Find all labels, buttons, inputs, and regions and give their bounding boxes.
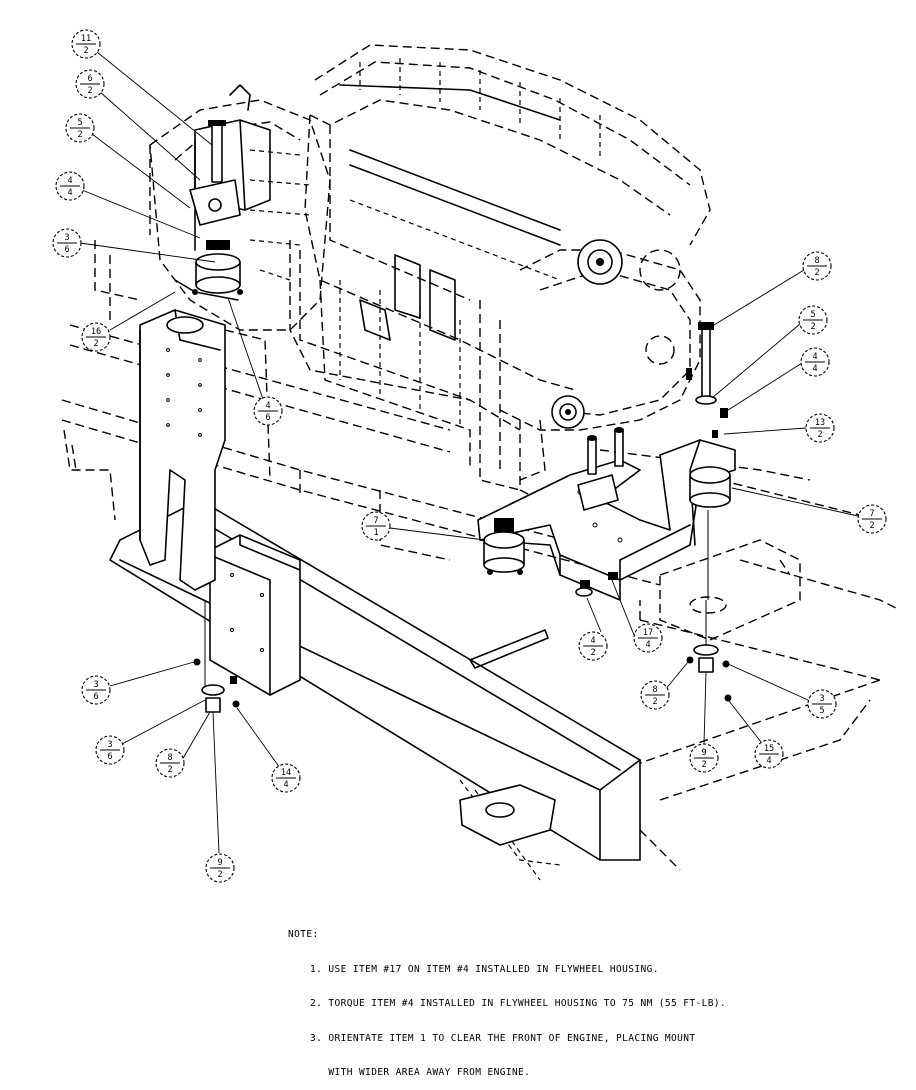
callout-top: 4	[67, 176, 72, 186]
callout-bottom: 2	[814, 268, 819, 278]
callout-top: 7	[869, 509, 874, 519]
callout-bottom: 2	[87, 86, 92, 96]
callout-8-2-top: 8 2	[802, 251, 832, 281]
callout-bottom: 2	[652, 697, 657, 707]
notes-heading: NOTE:	[288, 929, 319, 940]
callout-bottom: 2	[83, 46, 88, 56]
callout-bottom: 6	[93, 692, 98, 702]
callout-bottom: 2	[810, 322, 815, 332]
callout-top: 3	[93, 680, 98, 690]
callout-3-6-left: 3 6	[52, 228, 82, 258]
callout-16-2: 16 2	[81, 322, 111, 352]
callout-bottom: 4	[645, 640, 650, 650]
callout-5-2-right: 5 2	[798, 305, 828, 335]
callout-top: 11	[81, 34, 91, 44]
callout-bottom: 4	[283, 780, 288, 790]
callout-top: 8	[814, 256, 819, 266]
callout-3-5: 3 5	[807, 689, 837, 719]
callout-7-1: 7 1	[361, 511, 391, 541]
assembly-notes: NOTE: 1. USE ITEM #17 ON ITEM #4 INSTALL…	[288, 906, 888, 1090]
callout-top: 4	[590, 636, 595, 646]
callout-5-2-top: 5 2	[65, 113, 95, 143]
callout-8-2-lower: 8 2	[640, 680, 670, 710]
callout-top: 8	[167, 753, 172, 763]
callout-bottom: 1	[373, 528, 378, 538]
callout-top: 17	[643, 628, 653, 638]
leader-lines	[79, 51, 859, 854]
callout-top: 5	[77, 118, 82, 128]
callout-top: 6	[87, 74, 92, 84]
callout-top: 3	[107, 740, 112, 750]
callout-7-2: 7 2	[857, 504, 887, 534]
engine-block	[289, 44, 711, 501]
callout-top: 5	[810, 310, 815, 320]
callout-15-4: 15 4	[754, 739, 784, 769]
callout-top: 9	[701, 748, 706, 758]
callout-top: 14	[281, 768, 291, 778]
callout-bottom: 2	[701, 760, 706, 770]
callout-bottom: 6	[107, 752, 112, 762]
callout-9-2-right: 9 2	[689, 743, 719, 773]
callout-4-2: 4 2	[578, 631, 608, 661]
callout-top: 16	[91, 327, 101, 337]
callout-bottom: 4	[812, 364, 817, 374]
callout-bottom: 2	[217, 870, 222, 880]
callout-bottom: 6	[265, 413, 270, 423]
callout-top: 3	[819, 694, 824, 704]
callout-top: 7	[373, 516, 378, 526]
callout-13-2: 13 2	[805, 413, 835, 443]
callout-9-2-bottom: 9 2	[205, 853, 235, 883]
callout-bottom: 2	[869, 521, 874, 531]
callout-4-6: 4 6	[253, 396, 283, 426]
callout-bottom: 2	[93, 339, 98, 349]
callout-bottom: 4	[766, 756, 771, 766]
callout-3-6-bottom: 3 6	[95, 735, 125, 765]
engine-mount-exploded-drawing: 11 2 6 2 5 2 4 4 3 6 16 2 4 6 8 2 5 2	[52, 29, 901, 883]
callout-top: 3	[64, 233, 69, 243]
note-line: 1. USE ITEM #17 ON ITEM #4 INSTALLED IN …	[310, 963, 659, 975]
rear-mount-assembly	[174, 120, 243, 301]
note-line: WITH WIDER AREA AWAY FROM ENGINE.	[310, 1067, 531, 1078]
callout-top: 13	[815, 418, 825, 428]
callout-top: 4	[265, 401, 270, 411]
callout-4-4-right: 4 4	[800, 347, 830, 377]
callout-11-2: 11 2	[71, 29, 101, 59]
callout-3-6-lower-left: 3 6	[81, 675, 111, 705]
callout-top: 9	[217, 858, 222, 868]
callout-bottom: 4	[67, 188, 72, 198]
left-frame-bracket	[94, 240, 271, 591]
callout-bottom: 6	[64, 245, 69, 255]
callout-8-2-bottom: 8 2	[155, 748, 185, 778]
callout-bottom: 2	[590, 648, 595, 658]
lower-hardware	[193, 572, 732, 713]
callout-bottom: 2	[817, 430, 822, 440]
callout-bottom: 2	[77, 130, 82, 140]
callout-17-4: 17 4	[633, 623, 663, 653]
callout-top: 8	[652, 685, 657, 695]
right-frame-plate	[639, 510, 801, 641]
callout-bottom: 5	[819, 706, 824, 716]
callout-14-4: 14 4	[271, 763, 301, 793]
callout-top: 15	[764, 744, 774, 754]
callout-6-2: 6 2	[75, 69, 105, 99]
callout-4-4-left: 4 4	[55, 171, 85, 201]
callout-top: 4	[812, 352, 817, 362]
callout-bottom: 2	[167, 765, 172, 775]
front-mount-bracket	[477, 322, 736, 601]
note-line: 3. ORIENTATE ITEM 1 TO CLEAR THE FRONT O…	[310, 1032, 696, 1044]
